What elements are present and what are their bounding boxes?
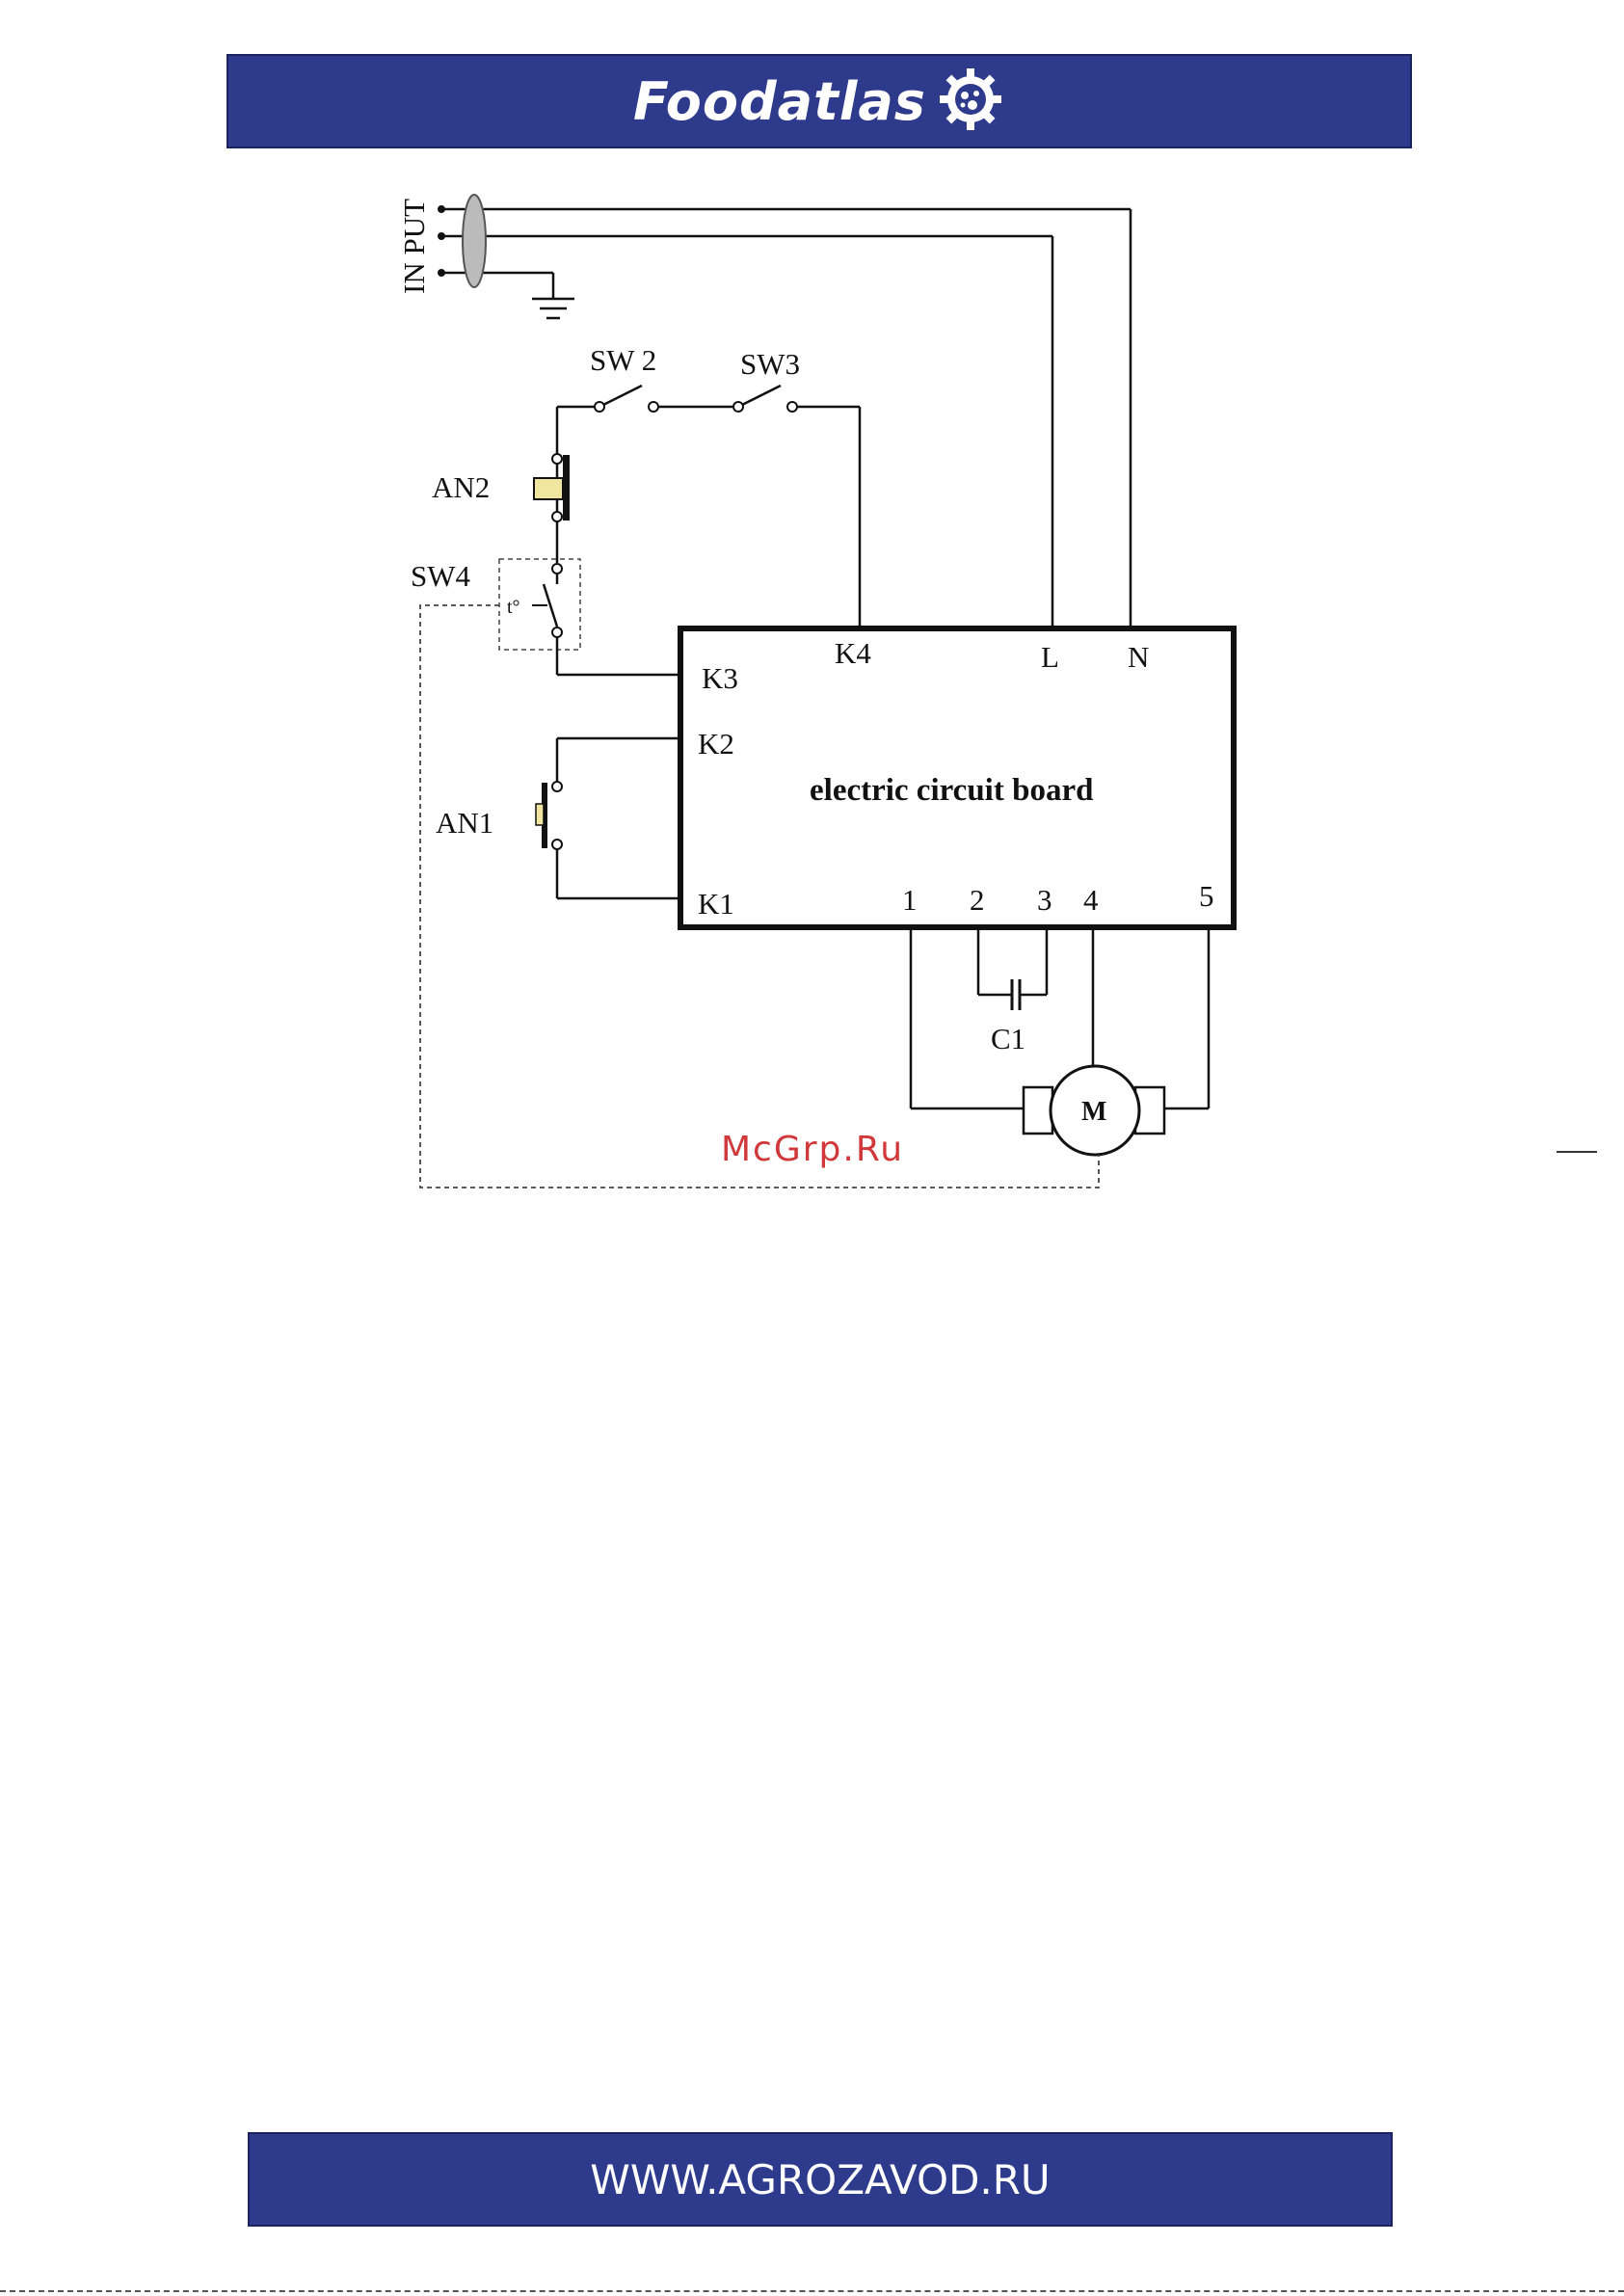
an1-label: AN1: [436, 806, 493, 840]
sw4-switch: t°: [499, 559, 680, 675]
footer-banner: WWW.AGROZAVOD.RU: [248, 2132, 1393, 2227]
an1-button: [536, 738, 680, 898]
terminal-k1: K1: [698, 887, 734, 921]
sw2-contact: [603, 386, 642, 405]
thermal-link-dashed: [420, 605, 1099, 1188]
input-label: IN PUT: [397, 199, 431, 294]
output-5: 5: [1199, 879, 1214, 913]
capacitor-label: C1: [991, 1022, 1025, 1055]
sw2-label: SW 2: [590, 343, 656, 377]
sw3-label: SW3: [740, 347, 800, 381]
page-margin-tick: [1557, 1151, 1597, 1153]
svg-text:t°: t°: [507, 597, 520, 618]
sw3-contact: [742, 386, 781, 405]
website-link[interactable]: WWW.AGROZAVOD.RU: [590, 2156, 1050, 2203]
terminal-k2: K2: [698, 727, 734, 761]
sw4-label: SW4: [411, 559, 471, 593]
page-bottom-rule: [0, 2290, 1624, 2292]
output-1: 1: [902, 883, 918, 917]
input-cable-clamp: [463, 195, 486, 287]
an2-button: [534, 454, 570, 563]
output-2: 2: [970, 883, 985, 917]
terminal-k4: K4: [835, 636, 871, 670]
terminal-n: N: [1128, 640, 1149, 674]
an2-label: AN2: [432, 470, 490, 504]
terminal-l: L: [1041, 640, 1059, 674]
board-title: electric circuit board: [810, 773, 1093, 808]
motor-label: M: [1081, 1097, 1106, 1127]
output-3: 3: [1037, 883, 1052, 917]
output-4: 4: [1083, 883, 1099, 917]
watermark: McGrp.Ru: [721, 1130, 904, 1169]
terminal-k3: K3: [702, 661, 738, 695]
input-terminal-dots: [438, 205, 445, 277]
